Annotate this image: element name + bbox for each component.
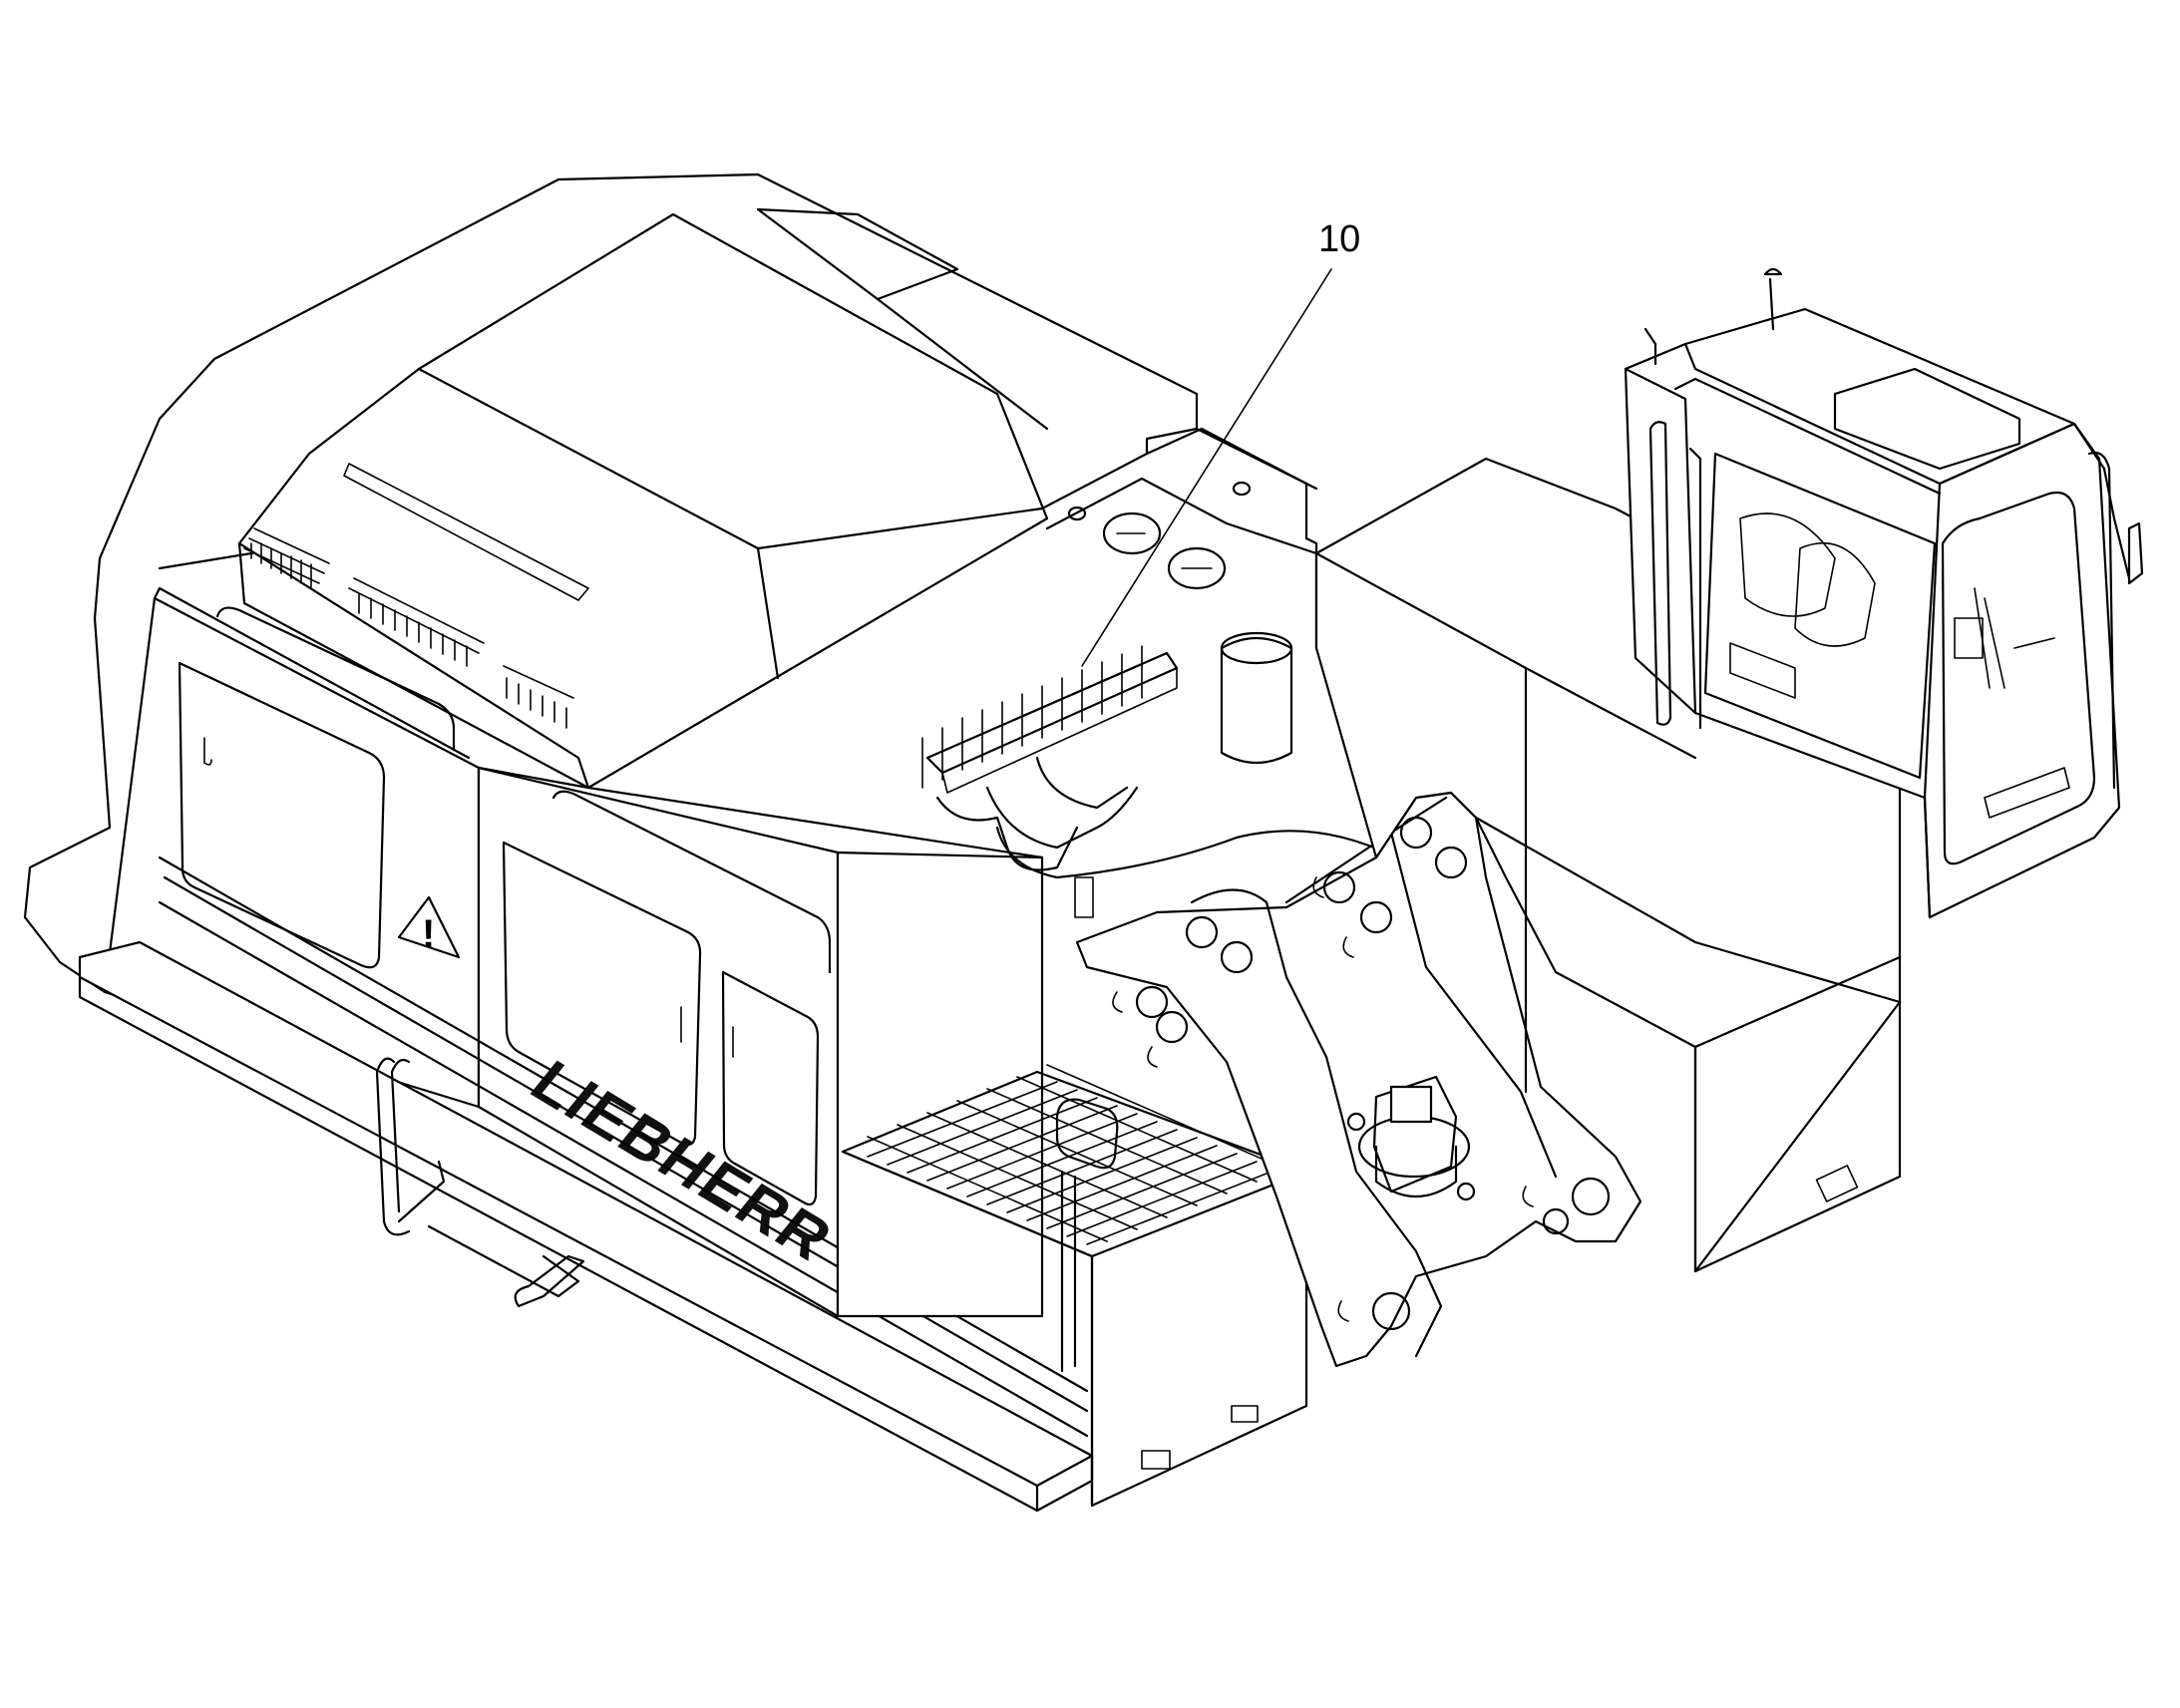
door-handle-left xyxy=(203,737,212,766)
grating-mesh xyxy=(867,1064,1287,1245)
cab-roof-hatch xyxy=(1833,367,2021,471)
callout-leader-line xyxy=(1081,268,1332,667)
service-door-left xyxy=(178,661,386,969)
operator-cab xyxy=(1624,267,2144,919)
louver-grilles xyxy=(243,527,574,729)
small-bracket xyxy=(1074,876,1094,918)
door-handles-middle xyxy=(680,1006,734,1058)
callout-label: 10 xyxy=(1318,218,1360,260)
warning-triangle-icon xyxy=(397,895,461,959)
breather-1 xyxy=(1067,506,1087,521)
engine-hood xyxy=(237,207,1049,790)
cab-door-handle-strip xyxy=(1648,421,1672,726)
warning-glyph: ! xyxy=(422,912,435,956)
battery-box xyxy=(836,851,1308,1508)
control-valve-block xyxy=(921,645,1398,879)
access-ladder xyxy=(375,1057,585,1308)
cab-front-window xyxy=(1941,491,2096,865)
box-latch-2 xyxy=(1231,1405,1259,1423)
grab-rail-middle xyxy=(551,790,832,974)
antenna xyxy=(1763,267,1783,331)
central-deck xyxy=(921,427,1398,918)
boom-mounting-frame xyxy=(1075,791,1642,1368)
grab-rail-upper xyxy=(215,606,456,752)
callout-10: 10 xyxy=(1081,218,1360,667)
cab-side-window xyxy=(1703,452,1937,780)
hood-vent-slot xyxy=(343,463,589,601)
box-handle-plate xyxy=(1055,1098,1119,1170)
filler-cap-1 xyxy=(1102,512,1162,555)
filler-cap-2 xyxy=(1167,546,1227,590)
breather-2 xyxy=(1232,481,1252,497)
box-latch-1 xyxy=(1141,1450,1171,1470)
swing-motor xyxy=(1346,1075,1476,1201)
service-door-middle xyxy=(502,841,702,1147)
service-door-right xyxy=(721,970,820,1206)
hydraulic-filter xyxy=(1220,637,1293,764)
tank-latch xyxy=(1815,1165,1859,1202)
cab-light xyxy=(1643,327,1657,366)
